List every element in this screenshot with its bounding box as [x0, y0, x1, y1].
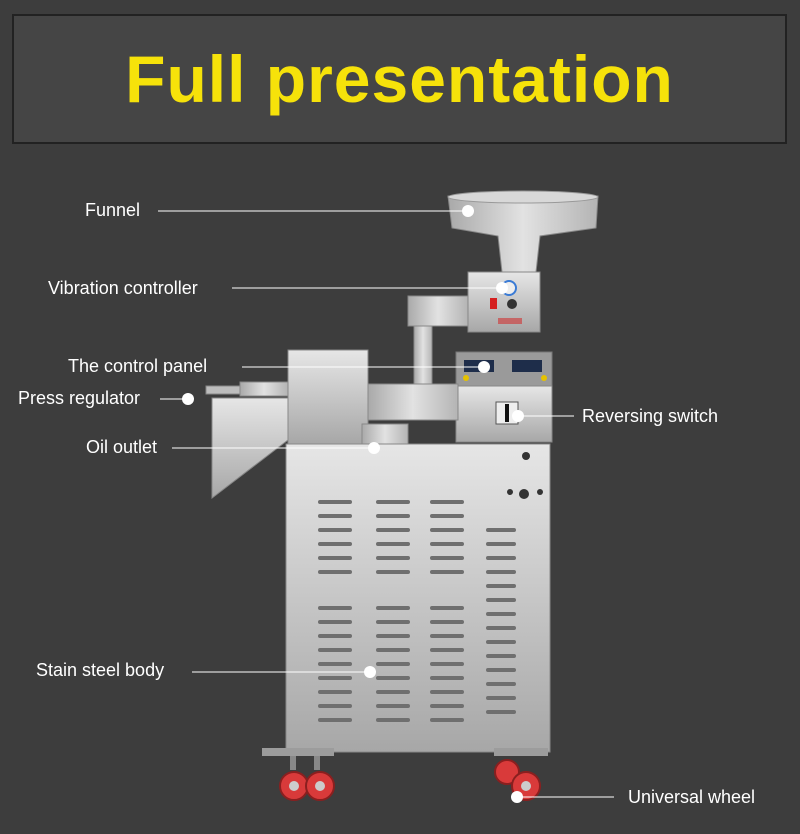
vent-slot [376, 718, 410, 722]
press-head [205, 349, 459, 500]
vent-slot [318, 690, 352, 694]
title-banner: Full presentation [12, 14, 787, 144]
callout-dot-control-panel [478, 361, 490, 373]
motor-housing [407, 295, 469, 327]
vent-slot [430, 556, 464, 560]
vent-slot [376, 556, 410, 560]
vent-slot [486, 542, 516, 546]
vent-slot [430, 620, 464, 624]
label-press-regulator: Press regulator [18, 388, 141, 408]
vent-slot [376, 542, 410, 546]
vent-slot [318, 500, 352, 504]
vent-slot [376, 634, 410, 638]
vent-slot [318, 662, 352, 666]
vent-slot [318, 718, 352, 722]
callout-lines [158, 210, 614, 798]
callout-dot-stain-steel-body [364, 666, 376, 678]
label-stain-steel-body: Stain steel body [36, 660, 165, 680]
vent-slot [430, 514, 464, 518]
vent-slot [430, 676, 464, 680]
vibration-controller-box [467, 271, 541, 333]
vent-slot [430, 606, 464, 610]
vent-slot [486, 584, 516, 588]
vent-slot [376, 662, 410, 666]
vent-slot [430, 542, 464, 546]
vent-slot [376, 620, 410, 624]
vent-slot [318, 514, 352, 518]
vent-slot [430, 690, 464, 694]
label-control-panel: The control panel [68, 356, 208, 376]
vent-slot [486, 682, 516, 686]
callout-dot-press-regulator [182, 393, 194, 405]
callout-dot-universal-wheel [511, 791, 523, 803]
vent-slot [486, 696, 516, 700]
vent-slot [486, 640, 516, 644]
vent-slot [318, 606, 352, 610]
vent-slot [486, 612, 516, 616]
vent-slot [318, 704, 352, 708]
vent-slot [430, 662, 464, 666]
vent-slot [318, 542, 352, 546]
callout-dot-vibration-controller [496, 282, 508, 294]
vent-slot [376, 648, 410, 652]
vent-slot [318, 570, 352, 574]
label-oil-outlet: Oil outlet [86, 437, 158, 457]
vent-slot [486, 626, 516, 630]
vent-slot [318, 556, 352, 560]
vent-slot [430, 704, 464, 708]
feed-tube [413, 325, 433, 393]
vent-slot [376, 500, 410, 504]
vent-slot [318, 528, 352, 532]
vent-slot [376, 528, 410, 532]
vent-slot [486, 598, 516, 602]
vent-slot [430, 648, 464, 652]
vent-slot [318, 620, 352, 624]
vent-slot [376, 606, 410, 610]
vent-slot [430, 718, 464, 722]
vent-slot [376, 690, 410, 694]
control-panel-part [455, 351, 553, 387]
vent-slot [486, 668, 516, 672]
stainless-steel-body [285, 443, 551, 753]
vent-slot [486, 710, 516, 714]
vent-slot [430, 634, 464, 638]
label-universal-wheel: Universal wheel [628, 787, 756, 807]
label-vibration-controller: Vibration controller [48, 278, 198, 298]
vent-slot [376, 570, 410, 574]
vent-slot [318, 676, 352, 680]
vent-slot [486, 654, 516, 658]
wheels [262, 748, 548, 801]
vent-slot [430, 570, 464, 574]
vent-slot [430, 500, 464, 504]
vent-slot [376, 514, 410, 518]
vent-slot [486, 528, 516, 532]
vent-slot [318, 634, 352, 638]
page-title: Full presentation [125, 42, 674, 116]
callout-dots [182, 205, 524, 803]
funnel-part [447, 190, 599, 273]
label-reversing-switch: Reversing switch [582, 406, 719, 426]
label-funnel: Funnel [85, 200, 141, 220]
vent-slot [318, 648, 352, 652]
vent-slot [376, 704, 410, 708]
callout-dot-funnel [462, 205, 474, 217]
callout-dot-oil-outlet [368, 442, 380, 454]
vent-slot [486, 570, 516, 574]
vent-slot [430, 528, 464, 532]
callout-dot-reversing-switch [512, 410, 524, 422]
vent-slot [486, 556, 516, 560]
vent-slot [376, 676, 410, 680]
